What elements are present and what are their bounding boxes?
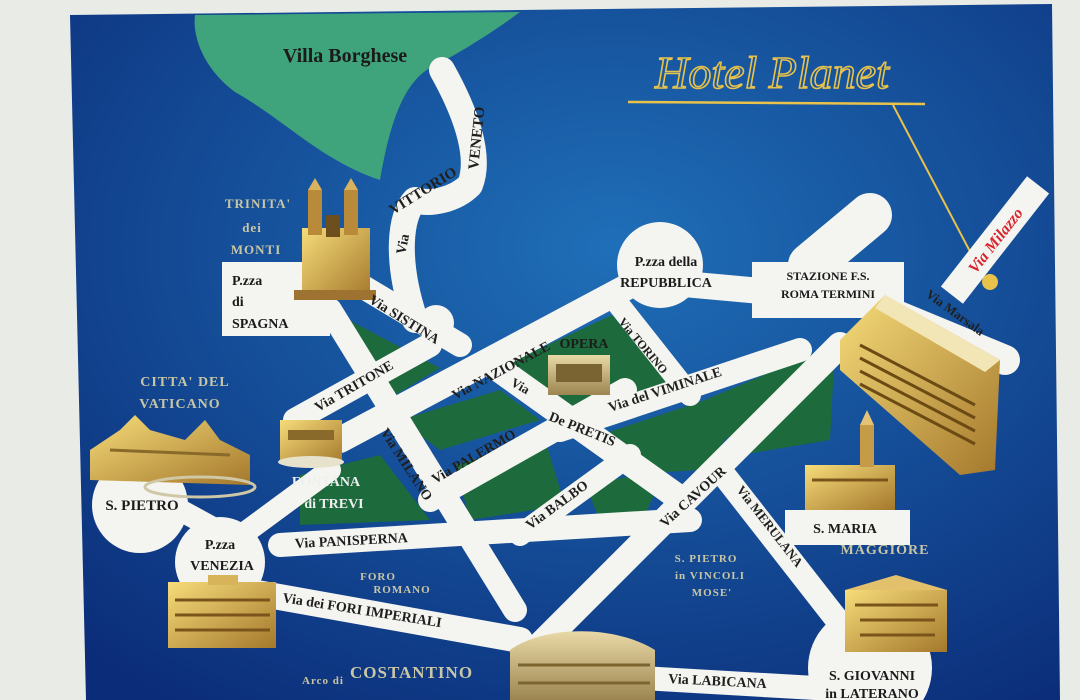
street-palermo <box>418 378 637 512</box>
s-maria-block <box>785 510 910 545</box>
repubblica-square <box>617 222 703 308</box>
svg-text:MONTI: MONTI <box>231 242 282 257</box>
labicana-label: Via LABICANA <box>668 672 768 692</box>
svg-text:P.zza: P.zza <box>232 274 262 289</box>
street-de-pretis <box>487 357 688 508</box>
street-cavour <box>517 332 853 668</box>
colosseum-icon <box>510 631 655 700</box>
fontana-label: FONTANA di TREVI <box>292 475 364 512</box>
svg-text:REPUBBLICA: REPUBBLICA <box>620 276 713 291</box>
svg-text:di: di <box>232 295 244 310</box>
svg-text:in VINCOLI: in VINCOLI <box>675 570 745 582</box>
svg-text:Hotel Planet: Hotel Planet <box>654 47 890 98</box>
vincoli-label: S. PIETRO in VINCOLI MOSE' <box>675 553 745 599</box>
costantino-label: Arco di COSTANTINO <box>302 663 473 687</box>
trevi-fountain-icon <box>278 420 344 468</box>
svg-text:dei: dei <box>242 220 262 235</box>
svg-text:S. PIETRO: S. PIETRO <box>675 553 738 565</box>
termini-station-icon <box>840 295 1000 475</box>
villa-borghese-park <box>194 12 520 180</box>
svg-text:VENEZIA: VENEZIA <box>190 559 255 574</box>
street-station-block <box>788 193 892 287</box>
svg-text:SPAGNA: SPAGNA <box>232 317 289 332</box>
san-giovanni-icon <box>845 575 947 652</box>
sistina-corner <box>418 305 454 341</box>
trinita-church-icon <box>294 178 376 300</box>
street-merulana <box>708 458 857 642</box>
vaticano-label: CITTA' DEL VATICANO <box>139 375 229 412</box>
svg-text:ROMANO: ROMANO <box>373 584 430 596</box>
svg-text:TRINITA': TRINITA' <box>225 196 291 211</box>
svg-text:COSTANTINO: COSTANTINO <box>350 663 473 682</box>
svg-text:P.zza: P.zza <box>205 538 235 553</box>
svg-text:P.zza della: P.zza della <box>635 255 697 270</box>
svg-text:FORO: FORO <box>360 571 396 583</box>
opera-house-icon <box>548 355 610 395</box>
panisperna-label: Via PANISPERNA <box>294 531 409 552</box>
svg-text:Arco di: Arco di <box>302 675 344 687</box>
santa-maria-maggiore-icon <box>805 410 895 510</box>
svg-text:FONTANA: FONTANA <box>292 475 361 490</box>
svg-text:S. GIOVANNI: S. GIOVANNI <box>829 669 915 684</box>
street-vittorio-veneto <box>388 57 487 333</box>
s-pietro-label: S. PIETRO <box>105 498 178 514</box>
svg-text:MAGGIORE: MAGGIORE <box>841 543 930 558</box>
villa-borghese-label: Villa Borghese <box>283 45 407 67</box>
street-fori-imperiali <box>227 577 533 653</box>
st-peters-basilica-icon <box>90 415 257 499</box>
stazione-label: STAZIONE F.S. ROMA TERMINI <box>781 269 875 301</box>
svg-text:ROMA TERMINI: ROMA TERMINI <box>781 287 875 301</box>
street-milano <box>318 298 527 622</box>
foro-label: FORO ROMANO <box>360 571 430 596</box>
svg-text:VATICANO: VATICANO <box>139 397 220 412</box>
hotel-marker-icon <box>982 274 998 290</box>
venezia-label: P.zza VENEZIA <box>190 538 255 574</box>
svg-text:CITTA' DEL: CITTA' DEL <box>140 375 229 390</box>
svg-text:MOSE': MOSE' <box>692 587 732 599</box>
green-block <box>400 390 540 450</box>
s-giovanni-label: S. GIOVANNI in LATERANO <box>825 669 919 700</box>
street-panisperna <box>268 508 702 557</box>
vittorio-veneto-label-veneto: VENETO <box>466 106 489 170</box>
svg-text:in LATERANO: in LATERANO <box>825 687 919 700</box>
spagna-label: P.zza di SPAGNA <box>232 274 289 332</box>
trinita-label: TRINITA' dei MONTI <box>225 196 291 257</box>
s-maria-label: S. MARIA MAGGIORE <box>813 522 930 558</box>
repubblica-label: P.zza della REPUBBLICA <box>620 255 713 291</box>
svg-text:di TREVI: di TREVI <box>304 497 363 512</box>
svg-text:S. MARIA: S. MARIA <box>813 522 878 537</box>
vittorio-veneto-label-via: Via <box>394 233 413 256</box>
vittoriano-monument-icon <box>168 575 276 648</box>
svg-text:STAZIONE F.S.: STAZIONE F.S. <box>786 269 869 283</box>
opera-label: OPERA <box>560 337 610 352</box>
